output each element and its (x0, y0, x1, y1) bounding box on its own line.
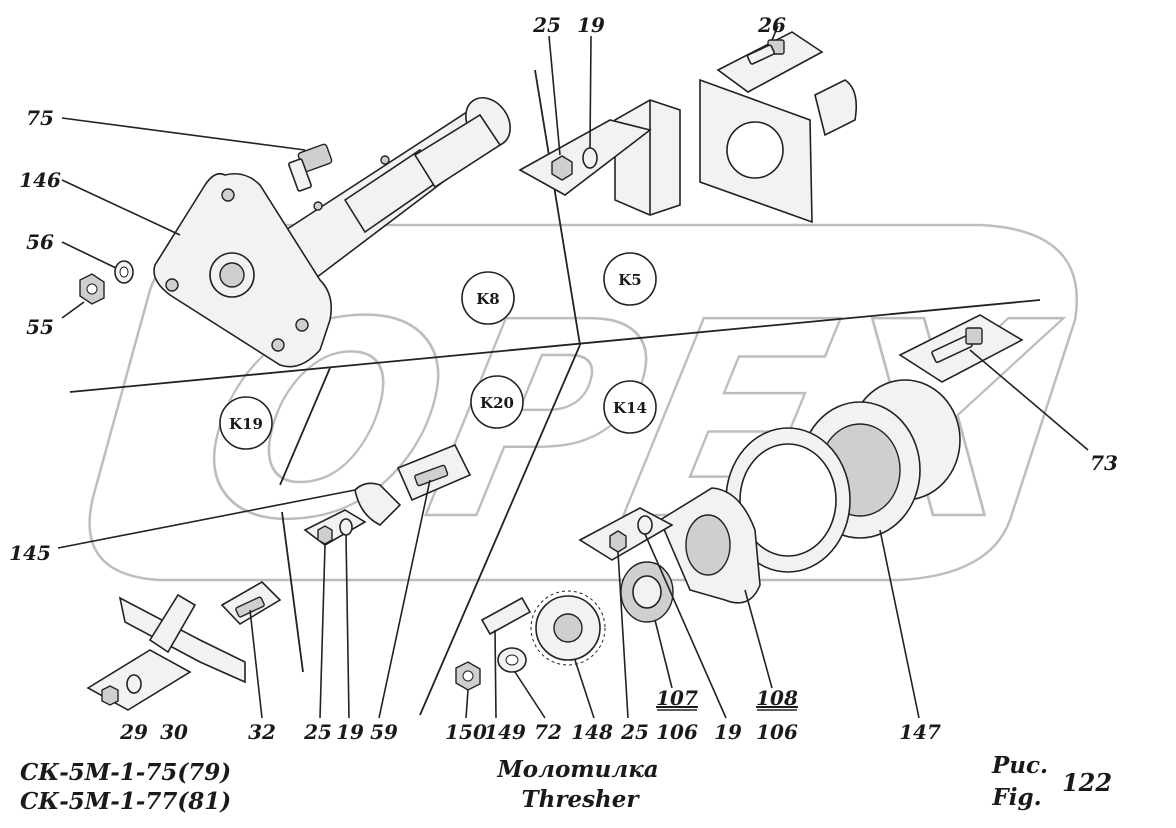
key-149 (480, 596, 532, 636)
figure-title-ru: Молотилка (496, 756, 658, 783)
part-label-145: 145 (9, 541, 51, 565)
part-label-59: 59 (370, 720, 398, 744)
nut-55 (79, 273, 105, 305)
part-label-150: 150 (445, 720, 487, 744)
figure-prefix-en: Fig. (991, 784, 1041, 811)
part-label-19-top: 19 (577, 13, 605, 37)
part-labels: 75 146 56 55 25 19 26 73 145 29 30 32 25… (9, 13, 1118, 744)
zone-circle-k19 (219, 396, 273, 450)
part-label-148: 148 (571, 720, 613, 744)
part-label-29: 29 (119, 720, 148, 744)
nut-25-left (303, 509, 367, 546)
part-label-25-top: 25 (532, 13, 561, 37)
part-label-25-right: 25 (620, 720, 649, 744)
part-label-19-left: 19 (336, 720, 364, 744)
zone-circle-k14 (603, 380, 657, 434)
flange-146 (153, 172, 333, 368)
zone-circle-k8 (461, 271, 515, 325)
plate-26 (699, 31, 858, 224)
part-label-73: 73 (1090, 451, 1118, 475)
bolt-73 (898, 314, 1024, 383)
nut-25-right (578, 507, 674, 561)
model-number-line1: СК-5М-1-75(79) (20, 759, 231, 786)
housing-108 (658, 487, 761, 604)
bolt-75 (288, 143, 333, 192)
zone-label-k19: K19 (229, 415, 263, 433)
part-label-55: 55 (26, 315, 54, 339)
figure-title-en: Thresher (521, 786, 640, 813)
part-label-108: 108 (756, 686, 798, 710)
leader-lines (57, 25, 1089, 719)
figure-number: 122 (1062, 768, 1112, 797)
bracket-lower (86, 581, 282, 711)
part-label-146: 146 (19, 168, 61, 192)
part-label-19-right: 19 (714, 720, 742, 744)
nut-150 (455, 661, 481, 691)
clamp-59 (354, 443, 472, 526)
bracket-top (518, 99, 681, 216)
figure-footer: СК-5М-1-75(79) СК-5М-1-77(81) Молотилка … (20, 752, 1112, 815)
part-label-56: 56 (26, 230, 54, 254)
washer-72 (497, 647, 527, 673)
part-label-106-a: 106 (656, 720, 698, 744)
part-label-30: 30 (160, 720, 188, 744)
part-label-107: 107 (656, 686, 698, 710)
model-number-line2: СК-5М-1-77(81) (20, 788, 231, 815)
part-label-72: 72 (534, 720, 562, 744)
zone-label-k5: K5 (618, 271, 641, 289)
zone-markers: K8 K5 K19 K20 K14 (219, 252, 657, 450)
part-label-25-left: 25 (303, 720, 332, 744)
part-label-32: 32 (248, 720, 276, 744)
part-label-26: 26 (757, 13, 786, 37)
part-label-75: 75 (26, 106, 54, 130)
gear-106 (620, 561, 674, 623)
section-lines (69, 69, 1041, 716)
figure-prefix-ru: Рис. (991, 752, 1048, 779)
zone-circle-k5 (603, 252, 657, 306)
shaft-assembly (253, 97, 511, 292)
zone-label-k8: K8 (476, 290, 499, 308)
zone-circle-k20 (470, 375, 524, 429)
part-label-147: 147 (899, 720, 941, 744)
part-label-106-b: 106 (756, 720, 798, 744)
zone-label-k20: K20 (480, 394, 514, 412)
sprocket-148 (530, 590, 606, 666)
zone-label-k14: K14 (613, 399, 647, 417)
hub-assembly-147 (725, 379, 961, 573)
part-label-149: 149 (484, 720, 526, 744)
washer-56 (114, 260, 134, 284)
